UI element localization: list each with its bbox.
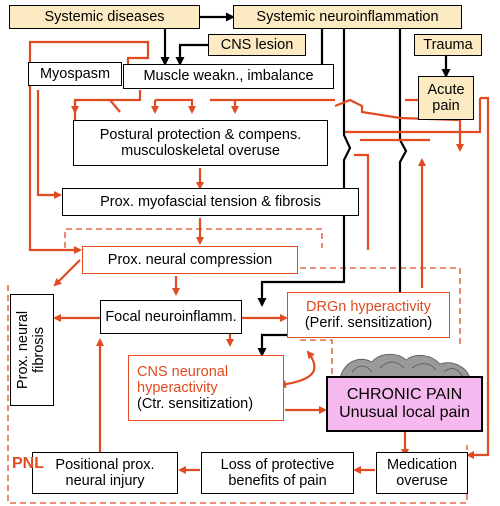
node-drgn-hyperactivity: DRGn hyperactivity (Perif. sensitization… <box>287 292 450 338</box>
node-neural-compression: Prox. neural compression <box>82 246 298 274</box>
focal-neuroinflammation-label: Focal neuroinflamm. <box>105 308 237 325</box>
pnl-label: PNL <box>12 455 44 472</box>
drgn-label-line1: DRGn hyperactivity <box>306 298 431 315</box>
myospasm-label: Myospasm <box>39 65 111 82</box>
cns-neuronal-label-line3: (Ctr. sensitization) <box>137 396 254 413</box>
positional-label-line2: neural injury <box>65 473 145 489</box>
medication-label-line2: overuse <box>396 473 448 489</box>
drgn-label-line2: (Perif. sensitization) <box>304 315 433 331</box>
trauma-label: Trauma <box>423 36 473 53</box>
node-cns-neuronal-hyperactivity: CNS neuronal hyperactivity (Ctr. sensiti… <box>128 355 284 421</box>
postural-label-line1: Postural protection & compens. <box>99 126 302 143</box>
postural-label-line2: musculoskeletal overuse <box>121 143 280 159</box>
node-positional-neural-injury: Positional prox. neural injury <box>32 452 178 494</box>
acute-pain-label-line1: Acute <box>427 81 465 98</box>
neural-fibrosis-label-line2: fibrosis <box>31 327 47 373</box>
node-postural-protection: Postural protection & compens. musculosk… <box>73 120 328 166</box>
brain-texture-icon <box>339 353 471 379</box>
neural-fibrosis-label-line1: Prox. neural <box>15 310 32 390</box>
node-focal-neuroinflammation: Focal neuroinflamm. <box>100 300 242 334</box>
cns-lesion-label: CNS lesion <box>220 36 294 53</box>
cns-neuronal-label-line1: CNS neuronal <box>137 363 229 380</box>
node-medication-overuse: Medication overuse <box>376 452 468 494</box>
muscle-weakness-label: Muscle weakn., imbalance <box>143 68 314 85</box>
loss-protective-label-line1: Loss of protective <box>220 456 335 473</box>
chronic-pain-label-line1: CHRONIC PAIN <box>346 386 463 404</box>
node-systemic-neuroinflammation: Systemic neuroinflammation <box>233 5 462 29</box>
node-trauma: Trauma <box>414 34 482 56</box>
cns-neuronal-label-line2: hyperactivity <box>137 379 218 396</box>
systemic-neuroinflammation-label: Systemic neuroinflammation <box>256 8 439 25</box>
node-muscle-weakness: Muscle weakn., imbalance <box>123 64 334 89</box>
node-acute-pain: Acute pain <box>418 76 474 120</box>
systemic-diseases-label: Systemic diseases <box>44 8 165 25</box>
acute-pain-label-line2: pain <box>432 98 460 114</box>
node-myofascial-tension: Prox. myofascial tension & fibrosis <box>62 188 359 216</box>
positional-label-line1: Positional prox. <box>55 456 155 473</box>
node-loss-of-protective-benefits: Loss of protective benefits of pain <box>201 452 354 494</box>
node-cns-lesion: CNS lesion <box>208 34 306 56</box>
node-systemic-diseases: Systemic diseases <box>9 5 200 29</box>
node-chronic-pain: CHRONIC PAIN Unusual local pain <box>326 376 483 432</box>
black-line-neuroinflammation-c <box>257 28 408 357</box>
chronic-pain-label-line2: Unusual local pain <box>339 404 470 421</box>
loss-protective-label-line2: benefits of pain <box>228 473 327 489</box>
red-connectors <box>28 40 490 474</box>
arrow-cns-lesion <box>175 43 208 66</box>
myofascial-label: Prox. myofascial tension & fibrosis <box>100 193 321 210</box>
node-myospasm: Myospasm <box>28 62 122 86</box>
neural-compression-label: Prox. neural compression <box>107 251 273 268</box>
node-neural-fibrosis: Prox. neural fibrosis <box>10 294 54 406</box>
medication-label-line1: Medication <box>386 456 458 473</box>
